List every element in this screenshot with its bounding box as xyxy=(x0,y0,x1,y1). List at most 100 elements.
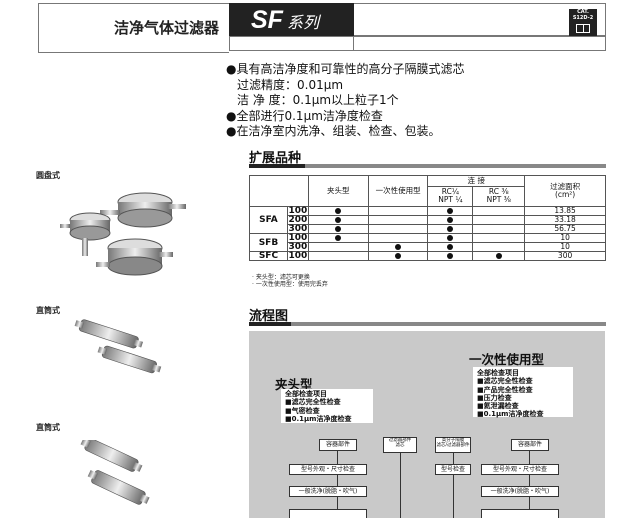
flow-node-membrane: 过滤器部件 滤芯 xyxy=(383,437,417,453)
cell-disposable xyxy=(367,224,429,234)
flow-disposable-panel: 全部检查项目 ■滤芯完全性检查 ■产品完全性检查 ■压力检查 ■氦泄漏检查 ■0… xyxy=(473,367,573,419)
flow-item: ■产品完全性检查 xyxy=(477,385,533,394)
tube-filter-image xyxy=(70,318,170,378)
variants-heading-bar xyxy=(249,164,606,168)
flow-line xyxy=(400,449,401,518)
cell-disposable xyxy=(367,206,429,216)
cell-disposable xyxy=(367,242,429,252)
cell-rc38 xyxy=(472,251,526,261)
feature-item: ●具有高洁净度和可靠性的高分子隔膜式滤芯 xyxy=(226,62,465,76)
variants-heading: 扩展品种 xyxy=(249,151,302,166)
flow-line xyxy=(529,449,530,518)
label-tube-type: 直筒式 xyxy=(36,306,60,315)
cell-disposable xyxy=(367,215,429,225)
header-connection: 连 接 xyxy=(427,175,526,187)
cell-disposable xyxy=(367,233,429,243)
flow-item: ■滤芯完全性检查 xyxy=(477,377,533,386)
header-clip: 夹头型 xyxy=(307,175,369,207)
cell-rc38 xyxy=(472,206,526,216)
header-right-underline xyxy=(354,36,606,51)
cell-clip xyxy=(307,242,369,252)
flow-node-model-check: 型号检查 xyxy=(435,464,471,475)
flow-disposable-items: 全部检查项目 ■滤芯完全性检查 ■产品完全性检查 ■压力检查 ■氦泄漏检查 ■0… xyxy=(477,369,543,419)
flow-item: ■0.1μm洁净度检查 xyxy=(285,414,352,423)
table-note: · 一次性使用型：使用完丢弃 xyxy=(252,281,328,288)
flow-node-next-2 xyxy=(481,509,559,518)
flow-node-parts-2: 容器部件 xyxy=(511,439,549,451)
cell-rc14 xyxy=(427,242,474,252)
flow-item: ■氦泄漏检查 xyxy=(477,402,519,411)
cell-clip xyxy=(307,251,369,261)
cell-rc14 xyxy=(427,233,474,243)
cell-rc14 xyxy=(427,251,474,261)
series-banner-underline xyxy=(229,36,354,51)
flow-item: ■压力检查 xyxy=(477,393,512,402)
series-code: SF xyxy=(251,6,283,34)
flow-node-next xyxy=(289,509,367,518)
cell-rc14 xyxy=(427,224,474,234)
flow-node-wash: 一般洗净(脱脂・吹气) xyxy=(289,486,367,497)
flow-item: ■气密检查 xyxy=(285,406,320,415)
flow-node-membrane-2: 高分子隔膜 滤芯/过滤器部件 xyxy=(435,437,471,453)
cell-rc14 xyxy=(427,215,474,225)
feature-item: ●全部进行0.1μm洁净度检查 xyxy=(226,108,383,123)
catalog-code: S12D-2 xyxy=(572,15,594,21)
flow-line xyxy=(453,449,454,518)
table-header-blank xyxy=(249,175,309,207)
flow-item: 全部检查项目 xyxy=(477,369,519,377)
series-suffix: 系列 xyxy=(286,15,319,32)
flow-clip-panel: 全部检查项目 ■滤芯完全性检查 ■气密检查 ■0.1μm洁净度检查 xyxy=(281,389,373,423)
cell-rc14 xyxy=(427,206,474,216)
header-area: 过滤面积(cm²) xyxy=(524,175,606,207)
flow-node-size-check-2: 型号外观・尺寸检查 xyxy=(481,464,559,475)
row-group: SFA xyxy=(249,206,288,234)
header-right-box: CAT. S12D-2 xyxy=(354,3,606,37)
feature-item: 过滤精度：0.01μm xyxy=(237,77,344,92)
flow-item: ■滤芯完全性检查 xyxy=(285,398,341,407)
flow-clip-items: 全部检查项目 ■滤芯完全性检查 ■气密检查 ■0.1μm洁净度检查 xyxy=(285,390,351,423)
table-row: SFC 100 300 xyxy=(249,251,606,261)
variants-heading-accent xyxy=(249,164,305,168)
flow-node-parts: 容器部件 xyxy=(319,439,357,451)
flow-heading-bar xyxy=(249,322,606,326)
feature-item: ●在洁净室内洗净、组装、检查、包装。 xyxy=(226,124,441,138)
row-group: SFC xyxy=(249,251,288,261)
cell-clip xyxy=(307,215,369,225)
disc-filter-image xyxy=(60,180,190,290)
flow-item: 全部检查项目 xyxy=(285,390,327,398)
cell-clip xyxy=(307,206,369,216)
table-header-row: 夹头型 一次性使用型 连 接 过滤面积(cm²) xyxy=(249,175,606,207)
flow-chart: 一次性使用型 全部检查项目 ■滤芯完全性检查 ■产品完全性检查 ■压力检查 ■氦… xyxy=(249,331,605,518)
book-icon xyxy=(576,24,590,33)
flow-clip-title: 夹头型 xyxy=(275,377,313,392)
flow-node-wash-2: 一般洗净(脱脂・吹气) xyxy=(481,486,559,497)
header-title-box: 洁净气体过滤器 xyxy=(38,3,229,53)
row-size: 100 xyxy=(286,251,309,261)
cell-rc38 xyxy=(472,224,526,234)
catalog-badge[interactable]: CAT. S12D-2 xyxy=(569,9,597,37)
flow-node-size-check: 型号外观・尺寸检查 xyxy=(289,464,367,475)
table-note: · 夹头型：滤芯可更换 xyxy=(252,274,310,281)
flow-line xyxy=(337,449,338,518)
cell-rc38 xyxy=(472,242,526,252)
header-disposable: 一次性使用型 xyxy=(367,175,429,207)
label-tube-type-2: 直筒式 xyxy=(36,423,60,432)
feature-item: 洁 净 度：0.1μm以上粒子1个 xyxy=(237,93,399,107)
flow-heading-accent xyxy=(249,322,291,326)
row-group: SFB xyxy=(249,233,288,252)
cell-disposable xyxy=(367,251,429,261)
flow-item: ■0.1μm洁净度检查 xyxy=(477,410,544,419)
cell-clip xyxy=(307,224,369,234)
label-disc-type: 圆盘式 xyxy=(36,171,60,180)
catalog-label: CAT. xyxy=(577,9,589,15)
cell-clip xyxy=(307,233,369,243)
flow-heading: 流程图 xyxy=(249,309,289,324)
cell-rc38 xyxy=(472,215,526,225)
cell-rc38 xyxy=(472,233,526,243)
